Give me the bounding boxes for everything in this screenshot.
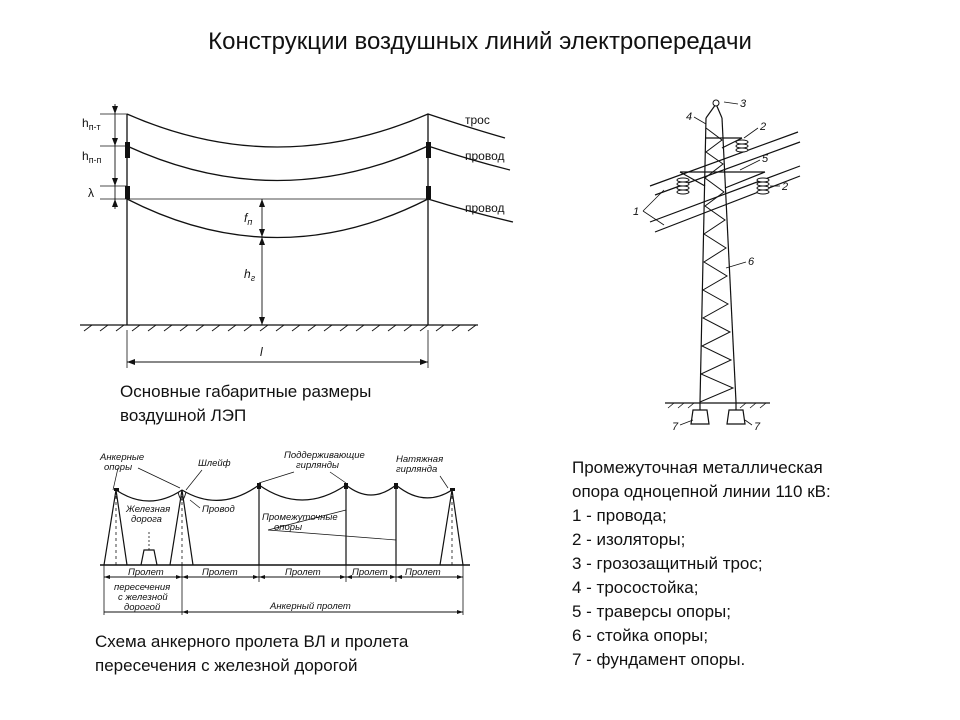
tension-string-left — [114, 488, 119, 491]
callout-4: 4 — [686, 111, 692, 123]
dims-caption-line1: Основные габаритные размеры — [120, 382, 372, 401]
right-lower-insulator — [426, 186, 431, 199]
foundation-right — [726, 409, 746, 425]
tower-caption-line: Промежуточная металлическая — [572, 458, 823, 477]
span-wire-5 — [395, 484, 453, 499]
label-tros: трос — [465, 113, 490, 127]
crossing-span-wire — [115, 489, 183, 502]
label-span-3: Пролет — [285, 567, 321, 578]
railway-symbol — [140, 549, 158, 566]
label-h-pp: hп-п — [82, 149, 102, 165]
label-wire-lower: провод — [465, 201, 505, 215]
insulator-right — [756, 177, 770, 195]
anchor-support-left — [103, 489, 128, 566]
ground-wire-clamp — [712, 99, 720, 107]
label-h-pt: hп-т — [82, 116, 101, 132]
label-wire-upper: провод — [465, 149, 505, 163]
anchor-support-mid — [169, 489, 194, 566]
label-sag: fп — [244, 211, 252, 227]
upper-conductor-cable — [126, 145, 511, 182]
tower-caption-line: 5 - траверсы опоры; — [572, 602, 731, 621]
label-span-5: Пролет — [405, 567, 441, 578]
callout-1: 1 — [633, 206, 639, 218]
ground-wire-cable — [126, 113, 506, 148]
callout-5: 5 — [762, 153, 769, 165]
label-wire: Провод — [202, 504, 235, 515]
tower-caption-line: 3 - грозозащитный трос; — [572, 554, 763, 573]
conductor-lower-b — [654, 175, 801, 233]
ground-hatching — [83, 324, 477, 332]
tower-caption-line: 6 - стойка опоры; — [572, 626, 709, 645]
span-wire-2 — [181, 484, 260, 501]
span-wire-4 — [345, 484, 397, 496]
label-span-crossing: Пролет — [128, 567, 164, 578]
left-upper-insulator — [125, 142, 130, 158]
callout-7-left: 7 — [672, 421, 679, 433]
callout-6: 6 — [748, 256, 755, 268]
callout-2-right: 2 — [781, 181, 788, 193]
lower-conductor-cable — [126, 198, 514, 239]
label-anchor-span: Анкерный пролет — [269, 601, 351, 612]
support-string-2 — [344, 483, 348, 489]
tower-leg-right — [721, 117, 737, 403]
dims-caption-line2: воздушной ЛЭП — [120, 406, 247, 425]
tension-string-right — [450, 488, 455, 491]
tower-caption: Промежуточная металлическая опора одноце… — [572, 456, 932, 672]
callout-2-upper: 2 — [759, 121, 766, 133]
anchor-support-right — [439, 489, 464, 566]
label-span-4: Пролет — [352, 567, 388, 578]
label-span-length: l — [260, 345, 263, 359]
callout-3: 3 — [740, 98, 747, 110]
tower-caption-line: 1 - провода; — [572, 506, 667, 525]
label-span-2: Пролет — [202, 567, 238, 578]
conductor-lower-a — [649, 165, 801, 223]
anchor-caption: Схема анкерного пролета ВЛ и пролета пер… — [95, 630, 505, 678]
anchor-caption-line2: пересечения с железной дорогой — [95, 656, 358, 675]
anchor-caption-line1: Схема анкерного пролета ВЛ и пролета — [95, 632, 409, 651]
dimension-extension-lines — [100, 113, 127, 200]
support-string-1 — [257, 483, 261, 489]
callout-7-right: 7 — [754, 421, 761, 433]
tower-caption-line: 4 - тросостойка; — [572, 578, 699, 597]
insulator-upper — [735, 139, 749, 153]
tower-caption-line: 2 - изоляторы; — [572, 530, 686, 549]
tower-lattice — [699, 127, 735, 403]
insulator-left — [676, 177, 690, 195]
dims-caption: Основные габаритные размеры воздушной ЛЭ… — [120, 380, 450, 428]
tower-leg-left — [699, 117, 707, 403]
label-lambda: λ — [88, 186, 94, 200]
foundation-left — [690, 409, 710, 425]
tower-caption-line: опора одноцепной линии 110 кВ: — [572, 482, 831, 501]
slide-title: Конструкции воздушных линий электроперед… — [208, 28, 752, 55]
tower-caption-line: 7 - фундамент опоры. — [572, 650, 746, 669]
right-upper-insulator — [426, 142, 431, 158]
label-ground-clearance: hг — [244, 267, 256, 283]
loop-wire — [177, 491, 187, 501]
left-lower-insulator — [125, 186, 130, 199]
support-string-3 — [394, 483, 398, 489]
span-wire-3 — [258, 484, 347, 501]
label-loop: Шлейф — [198, 458, 231, 469]
